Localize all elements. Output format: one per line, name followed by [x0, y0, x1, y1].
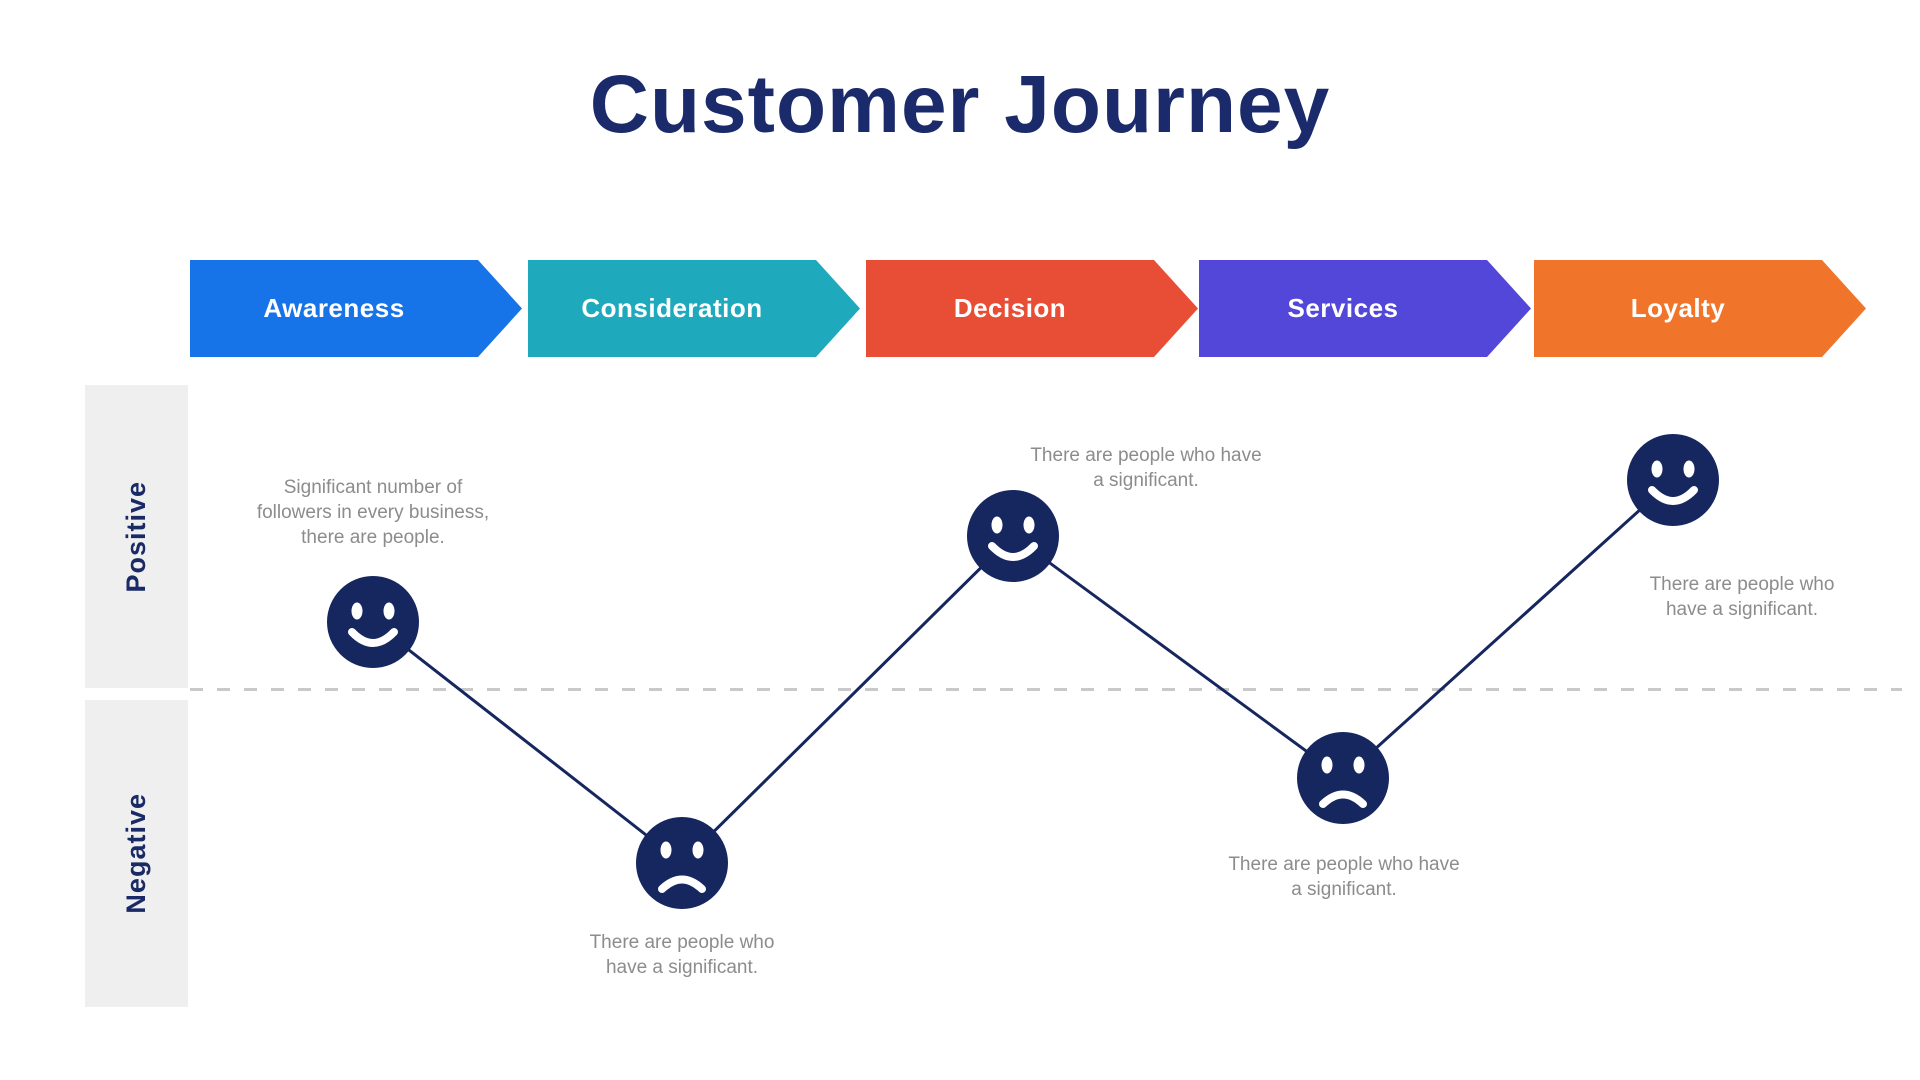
- caption-line: a significant.: [1093, 470, 1199, 491]
- caption-line: have a significant.: [1665, 599, 1819, 620]
- caption-line: a significant.: [1291, 879, 1397, 900]
- happy-face-icon: [1627, 434, 1719, 526]
- stage-arrow-consideration: Consideration: [528, 260, 860, 357]
- caption-consideration: There are people who have a significant.: [512, 930, 852, 980]
- happy-face-icon: [327, 576, 419, 668]
- stage-arrow-loyalty: Loyalty: [1534, 260, 1866, 357]
- sad-face-icon: [636, 817, 728, 909]
- sad-face-icon: [1297, 732, 1389, 824]
- journey-line: [372, 478, 1675, 865]
- caption-line: Significant number of: [283, 477, 463, 498]
- stage-arrow-decision: Decision: [866, 260, 1198, 357]
- caption-loyalty: There are people who have a significant.: [1572, 572, 1912, 622]
- positive-label: Positive: [121, 480, 151, 593]
- negative-label: Negative: [121, 793, 151, 914]
- caption-line: have a significant.: [605, 957, 759, 978]
- caption-services: There are people who have a significant.: [1174, 852, 1514, 902]
- caption-line: There are people who have: [1228, 854, 1460, 875]
- happy-face-icon: [967, 490, 1059, 582]
- sentiment-divider-line: [190, 688, 1902, 691]
- caption-line: there are people.: [301, 527, 445, 548]
- stage-arrow-services: Services: [1199, 260, 1531, 357]
- stage-label-consideration: Consideration: [581, 293, 763, 323]
- caption-line: There are people who have: [1030, 445, 1262, 466]
- stage-label-awareness: Awareness: [263, 293, 405, 323]
- page-title: Customer Journey: [589, 59, 1331, 150]
- caption-decision: There are people who have a significant.: [976, 443, 1316, 493]
- stage-arrow-awareness: Awareness: [190, 260, 522, 357]
- stage-label-services: Services: [1287, 293, 1399, 323]
- caption-line: followers in every business,: [256, 502, 490, 523]
- positive-zone-panel: Positive: [85, 385, 188, 688]
- stage-label-loyalty: Loyalty: [1630, 293, 1726, 323]
- caption-line: There are people who: [1649, 574, 1835, 595]
- caption-line: There are people who: [589, 932, 775, 953]
- caption-awareness: Significant number of followers in every…: [203, 475, 543, 550]
- stage-label-decision: Decision: [953, 293, 1067, 323]
- negative-zone-panel: Negative: [85, 700, 188, 1007]
